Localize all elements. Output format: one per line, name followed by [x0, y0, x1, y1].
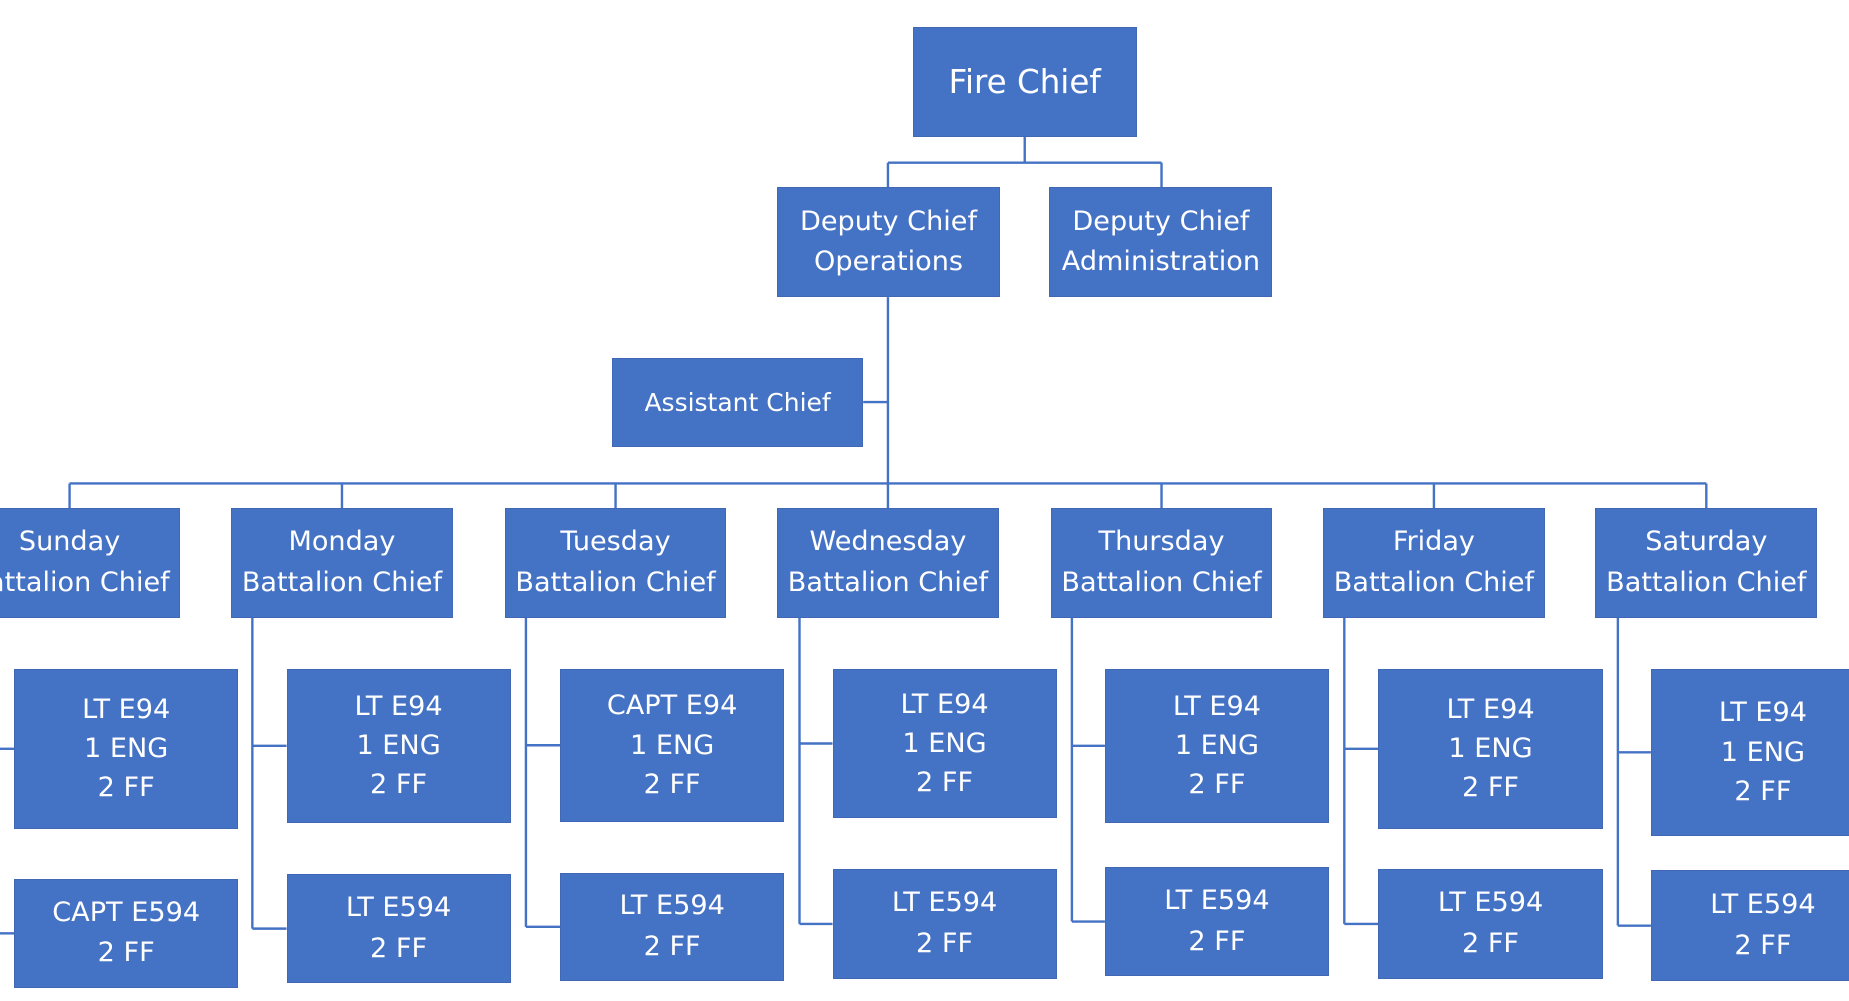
node-text-line: LT E94 [1446, 693, 1535, 725]
node-text-line: LT E94 [1172, 690, 1261, 722]
node-text-line: 2 FF [97, 937, 155, 969]
node-text-line: Monday [288, 526, 396, 558]
node-text-line: LT E94 [82, 693, 171, 725]
node-text-line: 2 FF [370, 769, 428, 801]
node-text-line: Saturday [1645, 526, 1768, 558]
node-sunday-battalion-chief: SundayBattalion Chief [0, 508, 181, 618]
node-sunday-e94: LT E94 1 ENG 2 FF [14, 668, 239, 829]
node-wednesday-e94: LT E94 1 ENG 2 FF [832, 668, 1057, 819]
node-text-line: CAPT E594 [52, 896, 201, 928]
node-text-line: Battalion Chief [1061, 567, 1262, 599]
node-text-line: 2 FF [1188, 925, 1246, 957]
node-text-line: LT E94 [900, 688, 989, 720]
node-text-line: LT E594 [345, 891, 452, 923]
node-text-line: 1 ENG [630, 729, 715, 761]
node-text-line: Operations [814, 246, 963, 278]
node-text-line: 2 FF [1734, 775, 1792, 807]
node-text-line: 1 ENG [1174, 730, 1260, 762]
node-text-line: Battalion Chief [0, 567, 170, 599]
node-text-line: LT E594 [1710, 889, 1816, 921]
node-text-line: 2 FF [370, 932, 428, 964]
node-text-line: 2 FF [1461, 772, 1520, 804]
node-text-line: LT E594 [619, 890, 725, 922]
node-thursday-e594: LT E594 2 FF [1104, 866, 1329, 977]
node-text-line: Wednesday [809, 526, 967, 558]
node-text-line: Tuesday [560, 526, 671, 558]
node-monday-e594: LT E594 2 FF [286, 873, 511, 984]
node-text-line: Thursday [1098, 526, 1225, 558]
node-text-line: Deputy Chief [800, 205, 978, 237]
node-text-line: 1 ENG [902, 727, 987, 759]
node-text-line: 2 FF [643, 768, 701, 800]
node-text-line: LT E594 [1437, 887, 1544, 919]
node-text-line: 1 ENG [1448, 733, 1533, 765]
node-text-line: Battalion Chief [515, 567, 716, 599]
node-tuesday-e94: CAPT E94 1 ENG 2 FF [560, 668, 785, 822]
node-text-line: Fire Chief [948, 62, 1101, 101]
node-text-line: 1 ENG [84, 733, 169, 765]
node-text-line: LT E94 [1718, 697, 1807, 729]
node-tuesday-e594: LT E594 2 FF [560, 872, 785, 982]
node-text-line: 2 FF [97, 772, 155, 804]
node-friday-e94: LT E94 1 ENG 2 FF [1378, 668, 1603, 829]
node-text-line: LT E594 [1164, 884, 1270, 916]
node-text-line: 1 ENG [1720, 736, 1806, 768]
node-text-line: LT E94 [354, 690, 443, 722]
node-text-line: 2 FF [1461, 927, 1520, 959]
node-text-line: 2 FF [1188, 769, 1246, 801]
node-text-line: CAPT E94 [606, 690, 738, 722]
node-text-line: 1 ENG [356, 730, 441, 762]
node-text-line: LT E594 [891, 887, 998, 919]
node-wednesday-e594: LT E594 2 FF [832, 869, 1057, 979]
node-saturday-e594: LT E594 2 FF [1650, 870, 1849, 982]
node-text-line: Battalion Chief [241, 567, 443, 599]
node-text-line: 2 FF [916, 927, 974, 959]
node-text-line: 2 FF [916, 767, 974, 799]
node-thursday-e94: LT E94 1 ENG 2 FF [1104, 668, 1329, 824]
node-text-line: Battalion Chief [1606, 567, 1807, 599]
node-monday-e94: LT E94 1 ENG 2 FF [286, 668, 511, 824]
node-text-line: Friday [1392, 526, 1475, 558]
node-text-line: 2 FF [1734, 929, 1792, 961]
node-text-line: Deputy Chief [1072, 205, 1250, 237]
node-text-line: 2 FF [643, 930, 701, 962]
node-text-line: Battalion Chief [1333, 567, 1535, 599]
node-text-line: Assistant Chief [644, 387, 831, 417]
node-text-line: Sunday [18, 526, 121, 558]
node-fire-chief: Fire Chief [912, 27, 1137, 137]
node-friday-e594: LT E594 2 FF [1378, 869, 1603, 979]
node-sunday-e594: CAPT E594 2 FF [14, 878, 239, 989]
node-assistant-chief: Assistant Chief [612, 358, 864, 447]
node-text-line: Administration [1061, 246, 1261, 278]
node-text-line: Battalion Chief [787, 567, 989, 599]
node-saturday-e94: LT E94 1 ENG 2 FF [1650, 668, 1849, 837]
